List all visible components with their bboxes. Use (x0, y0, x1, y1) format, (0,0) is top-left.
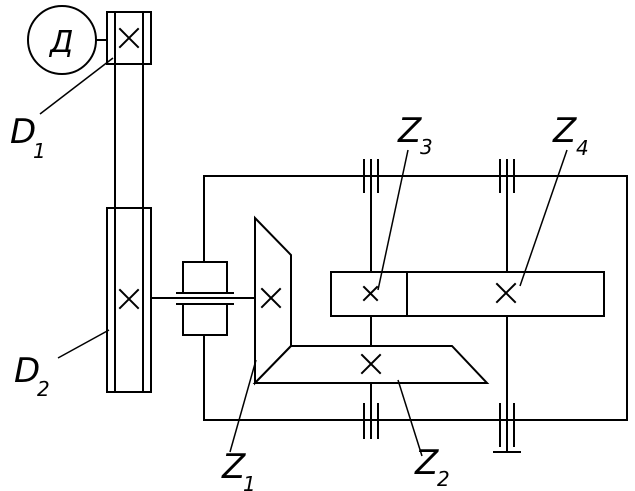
leader-z1 (229, 359, 257, 453)
motor: Д (27, 5, 108, 75)
label-z2: Z 2 (414, 443, 450, 491)
label-z4-main: Z (552, 111, 577, 151)
label-d1-sub: 1 (33, 139, 46, 163)
label-z3-sub: 3 (420, 135, 433, 159)
gear-z4-cross-b (495, 282, 517, 304)
bevel-gear-z2 (252, 345, 490, 384)
label-z1-sub: 1 (243, 472, 256, 491)
label-z4: Z 4 (552, 111, 589, 160)
leader-z2 (397, 379, 423, 457)
gear-z1-cross-b (260, 287, 282, 309)
label-d1-main: D (10, 112, 36, 152)
housing (203, 175, 628, 421)
label-z1-main: Z (221, 447, 246, 487)
gear-z2-cross-b (360, 353, 382, 375)
leader-d1 (39, 57, 114, 115)
motor-label: Д (48, 25, 73, 60)
spur-gears (330, 271, 605, 317)
pulley-d1-cross-b (118, 27, 140, 49)
label-z2-sub: 2 (437, 467, 450, 491)
leader-d2 (57, 329, 110, 359)
belt-drive (106, 11, 152, 393)
leader-z4 (519, 149, 568, 287)
label-z4-sub: 4 (576, 136, 589, 160)
label-z3-main: Z (397, 111, 422, 151)
pulley-d2-cross-b (118, 288, 140, 310)
label-z2-main: Z (414, 443, 439, 483)
shaft-1 (363, 159, 379, 439)
label-d2-main: D (14, 351, 40, 391)
clutch (150, 175, 256, 421)
label-z1: Z 1 (221, 447, 256, 491)
shaft-2 (493, 159, 521, 453)
pulley-d1 (106, 11, 152, 65)
leader-z3 (377, 149, 409, 291)
leader-lines (39, 57, 568, 457)
label-z3: Z 3 (397, 111, 433, 159)
label-d2: D 2 (14, 351, 50, 401)
gear-z3-cross-b (362, 285, 379, 302)
label-d2-sub: 2 (37, 377, 50, 401)
label-d1: D 1 (10, 112, 46, 163)
